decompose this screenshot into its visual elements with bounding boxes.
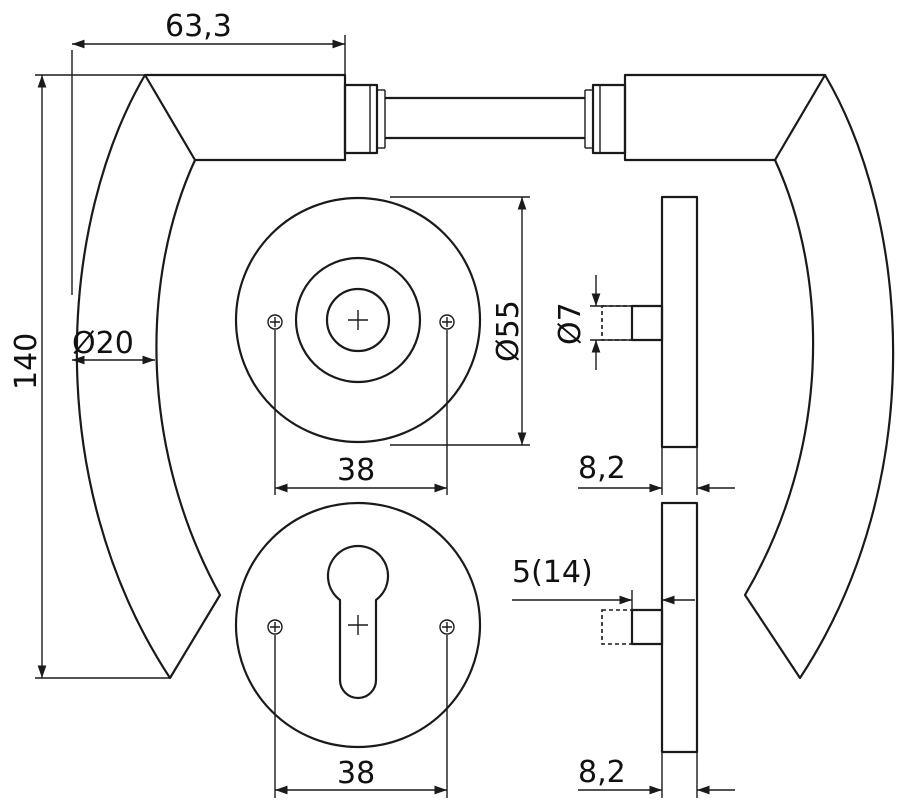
label-screw-spacing-bottom: 38 xyxy=(337,756,375,791)
label-rose-thickness-bottom: 8,2 xyxy=(578,755,626,790)
dimension-grip-diameter: Ø20 xyxy=(72,326,155,365)
round-rose-top xyxy=(234,196,482,444)
dimension-rose-thickness-bottom: 8,2 xyxy=(578,752,735,798)
label-pin-offset: 5(14) xyxy=(512,555,593,590)
dimension-handle-length: 63,3 xyxy=(71,9,346,295)
dimension-rose-thickness-top: 8,2 xyxy=(578,447,735,495)
side-view-top xyxy=(601,195,699,449)
dimension-pin-offset: 5(14) xyxy=(512,555,695,610)
label-screw-spacing-top: 38 xyxy=(337,453,375,488)
label-handle-height: 140 xyxy=(9,333,44,390)
left-handle xyxy=(75,73,386,680)
label-handle-length: 63,3 xyxy=(165,9,232,44)
dimension-rose-diameter: Ø55 xyxy=(390,196,530,446)
dimension-handle-height: 140 xyxy=(9,74,170,679)
spindle xyxy=(385,96,585,140)
side-view-bottom xyxy=(601,501,699,754)
round-rose-cylinder xyxy=(234,501,482,749)
dimension-spindle-diameter: Ø7 xyxy=(553,275,632,370)
label-rose-diameter: Ø55 xyxy=(491,300,526,362)
dimension-screw-spacing-bottom: 38 xyxy=(274,635,448,798)
label-rose-thickness-top: 8,2 xyxy=(578,451,626,486)
label-spindle-diameter: Ø7 xyxy=(553,302,588,345)
dimension-screw-spacing-top: 38 xyxy=(274,330,448,495)
right-handle xyxy=(584,73,895,680)
label-grip-diameter: Ø20 xyxy=(72,326,134,361)
